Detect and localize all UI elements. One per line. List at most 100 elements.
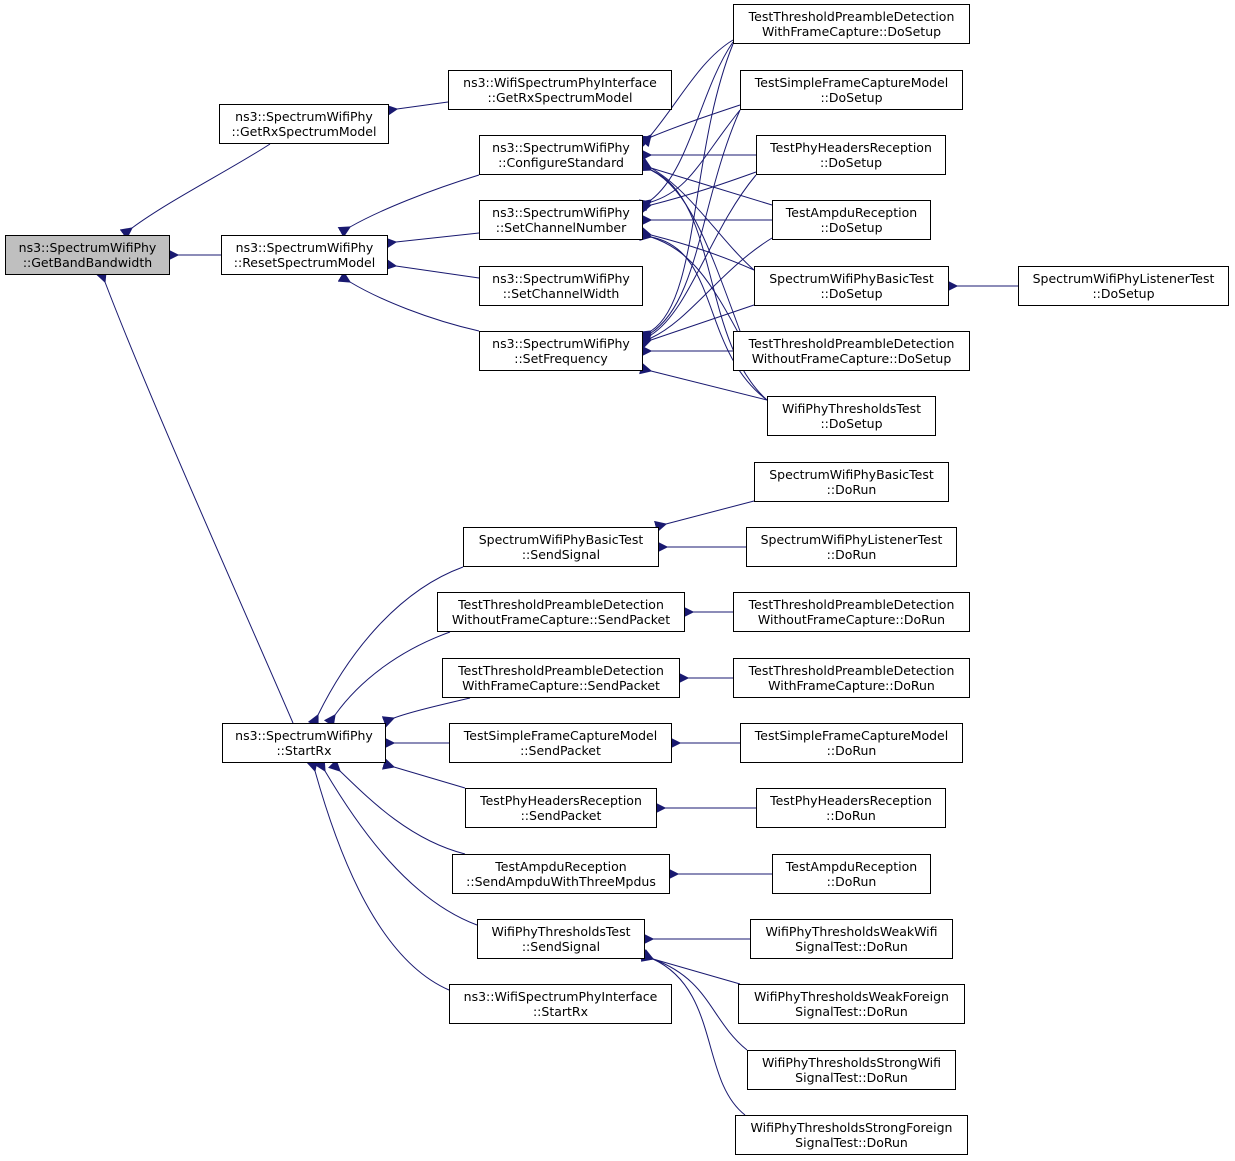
node-resetspec[interactable]: ns3::SpectrumWifiPhy ::ResetSpectrumMode… — [221, 235, 388, 275]
edge-setfreq-wptt — [639, 362, 768, 401]
node-startrx-line2: ::StartRx — [276, 743, 332, 758]
node-tphr-run-line2: ::DoRun — [826, 808, 876, 823]
node-swpbt-setup-line1: SpectrumWifiPhyBasicTest — [769, 271, 934, 286]
node-wptt-setup[interactable]: WifiPhyThresholdsTest ::DoSetup — [767, 396, 936, 436]
edge-getbandwidth-getrxspec — [119, 143, 271, 240]
node-wptswst-run[interactable]: WifiPhyThresholdsStrongWifi SignalTest::… — [747, 1050, 956, 1090]
node-tar-setup[interactable]: TestAmpduReception ::DoSetup — [772, 200, 931, 240]
node-tpdwfc-send-line2: WithFrameCapture::SendPacket — [462, 678, 660, 693]
node-configstd[interactable]: ns3::SpectrumWifiPhy ::ConfigureStandard — [479, 135, 643, 175]
node-tpdwofc-setup[interactable]: TestThresholdPreambleDetection WithoutFr… — [733, 331, 970, 371]
node-wptt-send[interactable]: WifiPhyThresholdsTest ::SendSignal — [477, 919, 645, 959]
node-tsfcm-setup[interactable]: TestSimpleFrameCaptureModel ::DoSetup — [740, 70, 963, 110]
node-swpbt-send[interactable]: SpectrumWifiPhyBasicTest ::SendSignal — [463, 527, 659, 567]
node-tpdwofc-send-line2: WithoutFrameCapture::SendPacket — [451, 612, 671, 627]
node-tpdwfc-send[interactable]: TestThresholdPreambleDetection WithFrame… — [442, 658, 680, 698]
node-startrx[interactable]: ns3::SpectrumWifiPhy ::StartRx — [222, 723, 386, 763]
node-swplt-setup[interactable]: SpectrumWifiPhyListenerTest ::DoSetup — [1018, 266, 1229, 306]
node-iface-getrx-line2: ::GetRxSpectrumModel — [487, 90, 633, 105]
node-setfreq-line1: ns3::SpectrumWifiPhy — [492, 336, 630, 351]
node-tsfcm-setup-line1: TestSimpleFrameCaptureModel — [754, 75, 949, 90]
node-swpbt-run-line1: SpectrumWifiPhyBasicTest — [769, 467, 934, 482]
node-getrxspec[interactable]: ns3::SpectrumWifiPhy ::GetRxSpectrumMode… — [219, 104, 389, 144]
node-tphr-run-line1: TestPhyHeadersReception — [770, 793, 932, 808]
edge-startrx-swpbt-send — [307, 566, 464, 728]
node-tphr-send-line2: ::SendPacket — [520, 808, 602, 823]
edge-setfreq-tsfcm — [638, 109, 741, 345]
node-tpdwfc-setup[interactable]: TestThresholdPreambleDetection WithFrame… — [733, 4, 970, 44]
node-tpdwfc-setup-line1: TestThresholdPreambleDetection — [748, 9, 955, 24]
node-tar-send[interactable]: TestAmpduReception ::SendAmpduWithThreeM… — [452, 854, 670, 894]
node-wptwwst-run-line1: WifiPhyThresholdsWeakWifi — [765, 924, 938, 939]
node-tpdwfc-run[interactable]: TestThresholdPreambleDetection WithFrame… — [733, 658, 970, 698]
edge-configstd-tpdwofc — [638, 159, 741, 332]
node-tar-run[interactable]: TestAmpduReception ::DoRun — [772, 854, 931, 894]
node-tar-setup-line1: TestAmpduReception — [785, 205, 918, 220]
node-swpbt-setup[interactable]: SpectrumWifiPhyBasicTest ::DoSetup — [754, 266, 949, 306]
node-tsfcm-send-line1: TestSimpleFrameCaptureModel — [463, 728, 658, 743]
edge-startrx-tpdwofc-send — [323, 631, 451, 728]
node-swplt-run-line2: ::DoRun — [826, 547, 877, 562]
edge-setfreq-tphr — [638, 174, 757, 346]
node-configstd-line1: ns3::SpectrumWifiPhy — [492, 140, 630, 155]
node-wptwfst-run-line1: WifiPhyThresholdsWeakForeign — [754, 989, 949, 1004]
edge-wptt-send-weakforeign — [640, 950, 741, 985]
node-getbandwidth-line2: ::GetBandBandwidth — [22, 255, 153, 270]
node-wptwfst-run[interactable]: WifiPhyThresholdsWeakForeign SignalTest:… — [738, 984, 965, 1024]
node-tar-run-line2: ::DoRun — [826, 874, 877, 889]
node-iface-startrx[interactable]: ns3::WifiSpectrumPhyInterface ::StartRx — [449, 984, 672, 1024]
node-setchwidth-line1: ns3::SpectrumWifiPhy — [492, 271, 630, 286]
node-setchnum[interactable]: ns3::SpectrumWifiPhy ::SetChannelNumber — [479, 200, 643, 240]
node-setfreq-line2: ::SetFrequency — [514, 351, 608, 366]
node-tpdwofc-setup-line1: TestThresholdPreambleDetection — [748, 336, 955, 351]
edge-configstd-tpdwfc — [639, 39, 734, 148]
node-getbandwidth-line1: ns3::SpectrumWifiPhy — [18, 240, 157, 255]
node-getrxspec-line2: ::GetRxSpectrumModel — [231, 124, 377, 139]
node-wptsfst-run[interactable]: WifiPhyThresholdsStrongForeign SignalTes… — [735, 1115, 968, 1155]
node-setfreq[interactable]: ns3::SpectrumWifiPhy ::SetFrequency — [479, 331, 643, 371]
node-tpdwofc-run[interactable]: TestThresholdPreambleDetection WithoutFr… — [733, 592, 970, 632]
node-tpdwfc-setup-line2: WithFrameCapture::DoSetup — [761, 24, 942, 39]
node-tpdwofc-send-line1: TestThresholdPreambleDetection — [458, 597, 664, 612]
node-swpbt-send-line1: SpectrumWifiPhyBasicTest — [478, 532, 644, 547]
node-setchwidth[interactable]: ns3::SpectrumWifiPhy ::SetChannelWidth — [479, 266, 643, 306]
node-swpbt-run-line2: ::DoRun — [826, 482, 877, 497]
node-wptwfst-run-line2: SignalTest::DoRun — [795, 1004, 908, 1019]
node-configstd-line2: ::ConfigureStandard — [498, 155, 624, 170]
node-tpdwofc-send[interactable]: TestThresholdPreambleDetection WithoutFr… — [437, 592, 685, 632]
edge-configstd-wptt — [638, 160, 768, 401]
node-setchnum-line1: ns3::SpectrumWifiPhy — [492, 205, 630, 220]
node-wptwwst-run-line2: SignalTest::DoRun — [795, 939, 908, 954]
node-tsfcm-send[interactable]: TestSimpleFrameCaptureModel ::SendPacket — [449, 723, 672, 763]
node-wptt-setup-line1: WifiPhyThresholdsTest — [781, 401, 922, 416]
node-resetspec-line1: ns3::SpectrumWifiPhy — [235, 240, 374, 255]
edge-wptt-send-strongwifi — [640, 949, 748, 1051]
edge-getrxspec-iface — [385, 101, 449, 117]
edge-configstd-swpbt — [638, 157, 755, 271]
node-tar-send-line1: TestAmpduReception — [495, 859, 627, 874]
edge-resetspec-setchwidth — [384, 258, 480, 279]
node-tphr-setup-line2: ::DoSetup — [819, 155, 883, 170]
node-tsfcm-run-line1: TestSimpleFrameCaptureModel — [754, 728, 949, 743]
node-setchnum-line2: ::SetChannelNumber — [495, 220, 627, 235]
node-getbandwidth: ns3::SpectrumWifiPhy ::GetBandBandwidth — [5, 235, 170, 275]
node-wptwwst-run[interactable]: WifiPhyThresholdsWeakWifi SignalTest::Do… — [750, 919, 953, 959]
node-tsfcm-run[interactable]: TestSimpleFrameCaptureModel ::DoRun — [740, 723, 963, 763]
node-iface-startrx-line1: ns3::WifiSpectrumPhyInterface — [463, 989, 658, 1004]
edge-startrx-tar-send — [328, 759, 466, 855]
node-tphr-send[interactable]: TestPhyHeadersReception ::SendPacket — [465, 788, 657, 828]
edge-configstd-tar — [638, 159, 773, 206]
edge-setchnum-tsfcm — [638, 109, 741, 211]
node-getrxspec-line1: ns3::SpectrumWifiPhy — [235, 109, 373, 124]
node-tpdwofc-run-line2: WithoutFrameCapture::DoRun — [757, 612, 946, 627]
edge-startrx-wptt-send — [314, 758, 478, 926]
node-tphr-run[interactable]: TestPhyHeadersReception ::DoRun — [756, 788, 946, 828]
node-tphr-setup[interactable]: TestPhyHeadersReception ::DoSetup — [756, 135, 946, 175]
node-tar-run-line1: TestAmpduReception — [785, 859, 918, 874]
node-iface-getrx[interactable]: ns3::WifiSpectrumPhyInterface ::GetRxSpe… — [448, 70, 672, 110]
edge-startrx-tphr-send — [381, 758, 466, 789]
node-swplt-run[interactable]: SpectrumWifiPhyListenerTest ::DoRun — [746, 527, 957, 567]
node-swpbt-run[interactable]: SpectrumWifiPhyBasicTest ::DoRun — [754, 462, 949, 502]
node-swplt-setup-line2: ::DoSetup — [1092, 286, 1155, 301]
edge-setfreq-swpbt — [638, 304, 755, 350]
